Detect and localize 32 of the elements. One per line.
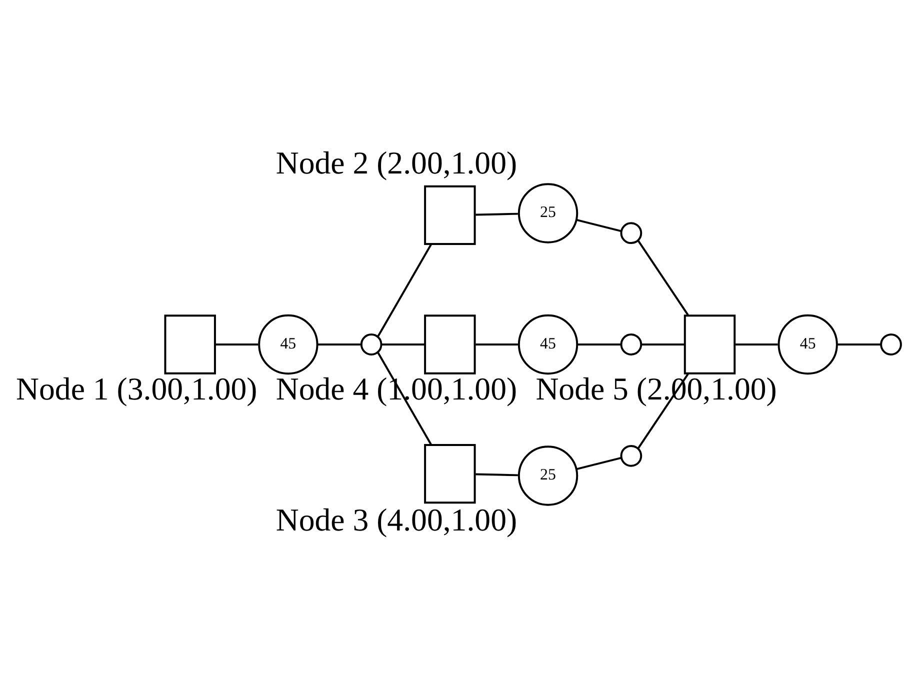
- node-circle: 45: [778, 314, 838, 375]
- connector: [838, 344, 881, 346]
- node-circle: [620, 334, 642, 356]
- node-circle: [360, 334, 382, 356]
- connector: [637, 240, 689, 316]
- node-circle: [880, 334, 902, 356]
- connector: [578, 344, 622, 346]
- connector: [576, 457, 622, 470]
- connector: [318, 344, 362, 346]
- node-box: [424, 185, 476, 246]
- node-label: Node 1 (3.00,1.00): [16, 371, 258, 406]
- node-circle: [620, 222, 642, 244]
- node-circle: 45: [518, 314, 578, 375]
- connector: [476, 473, 518, 476]
- node-label: Node 2 (2.00,1.00): [276, 145, 518, 180]
- node-circle: 25: [518, 446, 578, 506]
- connector: [736, 344, 778, 346]
- connector: [376, 244, 432, 338]
- node-box: [164, 314, 216, 374]
- connector: [641, 344, 684, 346]
- node-box: [424, 444, 476, 504]
- node-label: Node 3 (4.00,1.00): [276, 502, 518, 538]
- connector: [216, 344, 258, 346]
- node-circle: 25: [518, 183, 578, 244]
- node-box: [684, 314, 736, 374]
- node-box: [424, 314, 476, 374]
- node-circle: [620, 444, 642, 467]
- node-circle: 45: [258, 314, 318, 375]
- connector: [476, 344, 518, 346]
- connector: [576, 218, 622, 232]
- connector: [381, 344, 424, 346]
- connector: [476, 212, 518, 216]
